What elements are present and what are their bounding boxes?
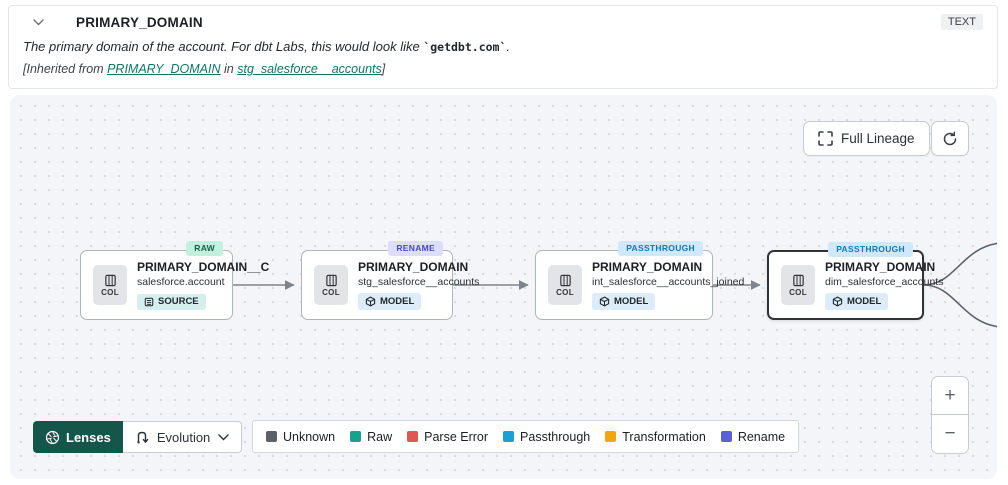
node-title: PRIMARY_DOMAIN__C: [137, 260, 270, 275]
column-description: The primary domain of the account. For d…: [23, 39, 983, 54]
inherited-column-link[interactable]: PRIMARY_DOMAIN: [107, 62, 221, 76]
evolution-label: Evolution: [156, 429, 211, 445]
node-model-name: dim_salesforce_accounts: [825, 275, 944, 288]
inherited-from-line: [Inherited from PRIMARY_DOMAIN in stg_sa…: [23, 62, 983, 76]
legend-swatch-parse-error: [407, 431, 419, 442]
refresh-button[interactable]: [931, 121, 969, 156]
col-label: COL: [101, 287, 119, 297]
node-title: PRIMARY_DOMAIN: [825, 259, 936, 274]
column-title: PRIMARY_DOMAIN: [76, 14, 203, 30]
legend-label: Rename: [737, 429, 786, 444]
node-title: PRIMARY_DOMAIN: [358, 259, 469, 274]
col-label: COL: [789, 287, 807, 297]
lineage-node-stg-salesforce-accounts[interactable]: RENAME COL PRIMARY_DOMAIN stg_salesforce…: [301, 241, 479, 320]
badge-label: MODEL: [614, 296, 649, 308]
legend-item-rename: Rename: [720, 429, 786, 444]
resource-type-badge: MODEL: [592, 293, 656, 311]
model-icon: [365, 296, 376, 307]
badge-label: MODEL: [847, 296, 882, 308]
column-icon: COL: [93, 265, 127, 305]
lineage-node-dim-salesforce-accounts[interactable]: PASSTHROUGH COL PRIMARY_DOMAIN dim_sales…: [767, 242, 943, 320]
inherited-model-link[interactable]: stg_salesforce__accounts: [237, 62, 382, 76]
legend-swatch-unknown: [266, 431, 277, 442]
evolution-tag-rename: RENAME: [388, 241, 443, 256]
resource-type-badge: MODEL: [358, 293, 422, 311]
evolution-legend: Unknown Raw Parse Error Passthrough Tran…: [252, 420, 800, 453]
node-model-name: int_salesforce__accounts_joined: [592, 275, 745, 288]
description-code: `getdbt.com`: [423, 40, 507, 54]
model-icon: [599, 296, 610, 307]
column-icon: COL: [781, 265, 815, 305]
node-model-name: stg_salesforce__accounts: [358, 275, 480, 288]
legend-item-unknown: Unknown: [266, 430, 335, 444]
inherited-prefix: [Inherited from: [23, 62, 108, 76]
evolution-tag-passthrough: PASSTHROUGH: [618, 241, 703, 256]
description-text: The primary domain of the account. For d…: [23, 39, 424, 54]
chevron-down-icon: [218, 433, 229, 440]
legend-label: Passthrough: [520, 429, 591, 444]
full-lineage-label: Full Lineage: [841, 131, 915, 146]
column-details-panel: PRIMARY_DOMAIN TEXT The primary domain o…: [8, 5, 998, 89]
legend-item-passthrough: Passthrough: [503, 430, 590, 444]
lens-aperture-icon: [45, 430, 60, 444]
zoom-in-button[interactable]: +: [932, 377, 968, 415]
node-title: PRIMARY_DOMAIN: [592, 259, 703, 274]
lineage-canvas[interactable]: Full Lineage RAW COL PRIMARY_DOMAIN__C s…: [10, 95, 997, 479]
collapse-chevron-icon[interactable]: [29, 17, 48, 28]
evolution-tag-passthrough: PASSTHROUGH: [828, 242, 913, 257]
lenses-button[interactable]: Lenses: [33, 421, 123, 453]
legend-swatch-passthrough: [503, 431, 515, 442]
refresh-icon: [943, 130, 957, 145]
legend-label: Parse Error: [424, 429, 489, 444]
legend-item-parse-error: Parse Error: [407, 430, 488, 444]
zoom-controls: + −: [931, 376, 969, 454]
legend-label: Transformation: [622, 429, 706, 444]
col-label: COL: [556, 287, 574, 297]
column-icon: COL: [548, 265, 582, 305]
lineage-node-salesforce-account[interactable]: RAW COL PRIMARY_DOMAIN__C salesforce.acc…: [80, 241, 269, 320]
evolution-route-icon: [137, 431, 149, 443]
legend-label: Unknown: [283, 429, 336, 444]
lineage-node-int-salesforce-accounts-joined[interactable]: PASSTHROUGH COL PRIMARY_DOMAIN int_sales…: [535, 241, 744, 320]
lenses-control-group: Lenses Evolution: [33, 421, 243, 453]
col-label: COL: [322, 287, 340, 297]
badge-label: SOURCE: [158, 296, 199, 308]
legend-item-raw: Raw: [350, 430, 392, 444]
column-icon: COL: [314, 265, 348, 305]
node-model-name: salesforce.account: [137, 276, 225, 289]
evolution-lens-dropdown[interactable]: Evolution: [122, 421, 243, 453]
lenses-label: Lenses: [66, 429, 111, 445]
description-period: .: [506, 39, 511, 54]
inherited-suffix: ]: [381, 62, 386, 76]
full-lineage-button[interactable]: Full Lineage: [803, 121, 930, 156]
inherited-middle: in: [220, 62, 238, 76]
legend-label: Raw: [367, 429, 393, 444]
resource-type-badge: MODEL: [825, 293, 889, 311]
model-icon: [832, 296, 843, 307]
legend-item-transformation: Transformation: [605, 430, 706, 444]
legend-swatch-transformation: [605, 431, 617, 442]
legend-swatch-raw: [350, 431, 362, 442]
legend-swatch-rename: [720, 431, 732, 442]
evolution-tag-raw: RAW: [186, 241, 223, 256]
badge-label: MODEL: [380, 296, 415, 308]
source-icon: [144, 297, 154, 307]
data-type-badge: TEXT: [940, 14, 983, 30]
zoom-out-button[interactable]: −: [932, 415, 968, 453]
resource-type-badge: SOURCE: [137, 293, 206, 310]
fullscreen-icon: [818, 131, 833, 146]
